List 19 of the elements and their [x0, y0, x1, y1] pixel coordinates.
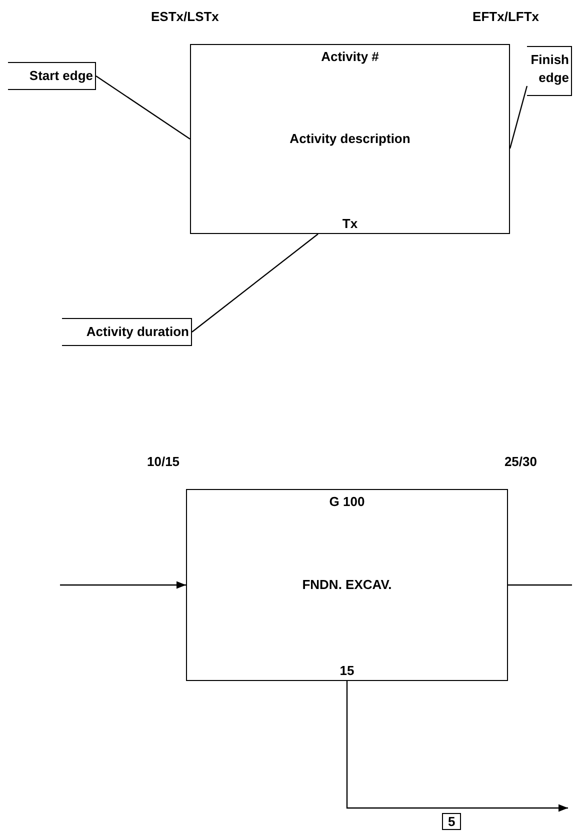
arrow	[346, 681, 568, 812]
callout-label: Start edge	[8, 62, 96, 90]
activity-description: FNDN. EXCAV.	[302, 577, 392, 592]
edge-label: 5	[442, 813, 462, 830]
finish-times: 25/30	[504, 454, 537, 469]
callout-label: Activity duration	[62, 318, 192, 346]
callout-label: Finish edge	[527, 46, 572, 96]
activity-number: Activity #	[321, 49, 379, 64]
activity-duration: 15	[340, 663, 354, 678]
leader-line	[509, 86, 528, 149]
start-times: 10/15	[147, 454, 180, 469]
arrow	[60, 581, 186, 589]
activity-number: G 100	[329, 494, 365, 509]
leader-line	[96, 76, 190, 140]
activity-duration: Tx	[342, 216, 358, 231]
start-times: ESTx/LSTx	[151, 9, 219, 24]
activity-description: Activity description	[290, 131, 410, 146]
finish-times: EFTx/LFTx	[472, 9, 539, 24]
leader-line	[192, 234, 318, 332]
